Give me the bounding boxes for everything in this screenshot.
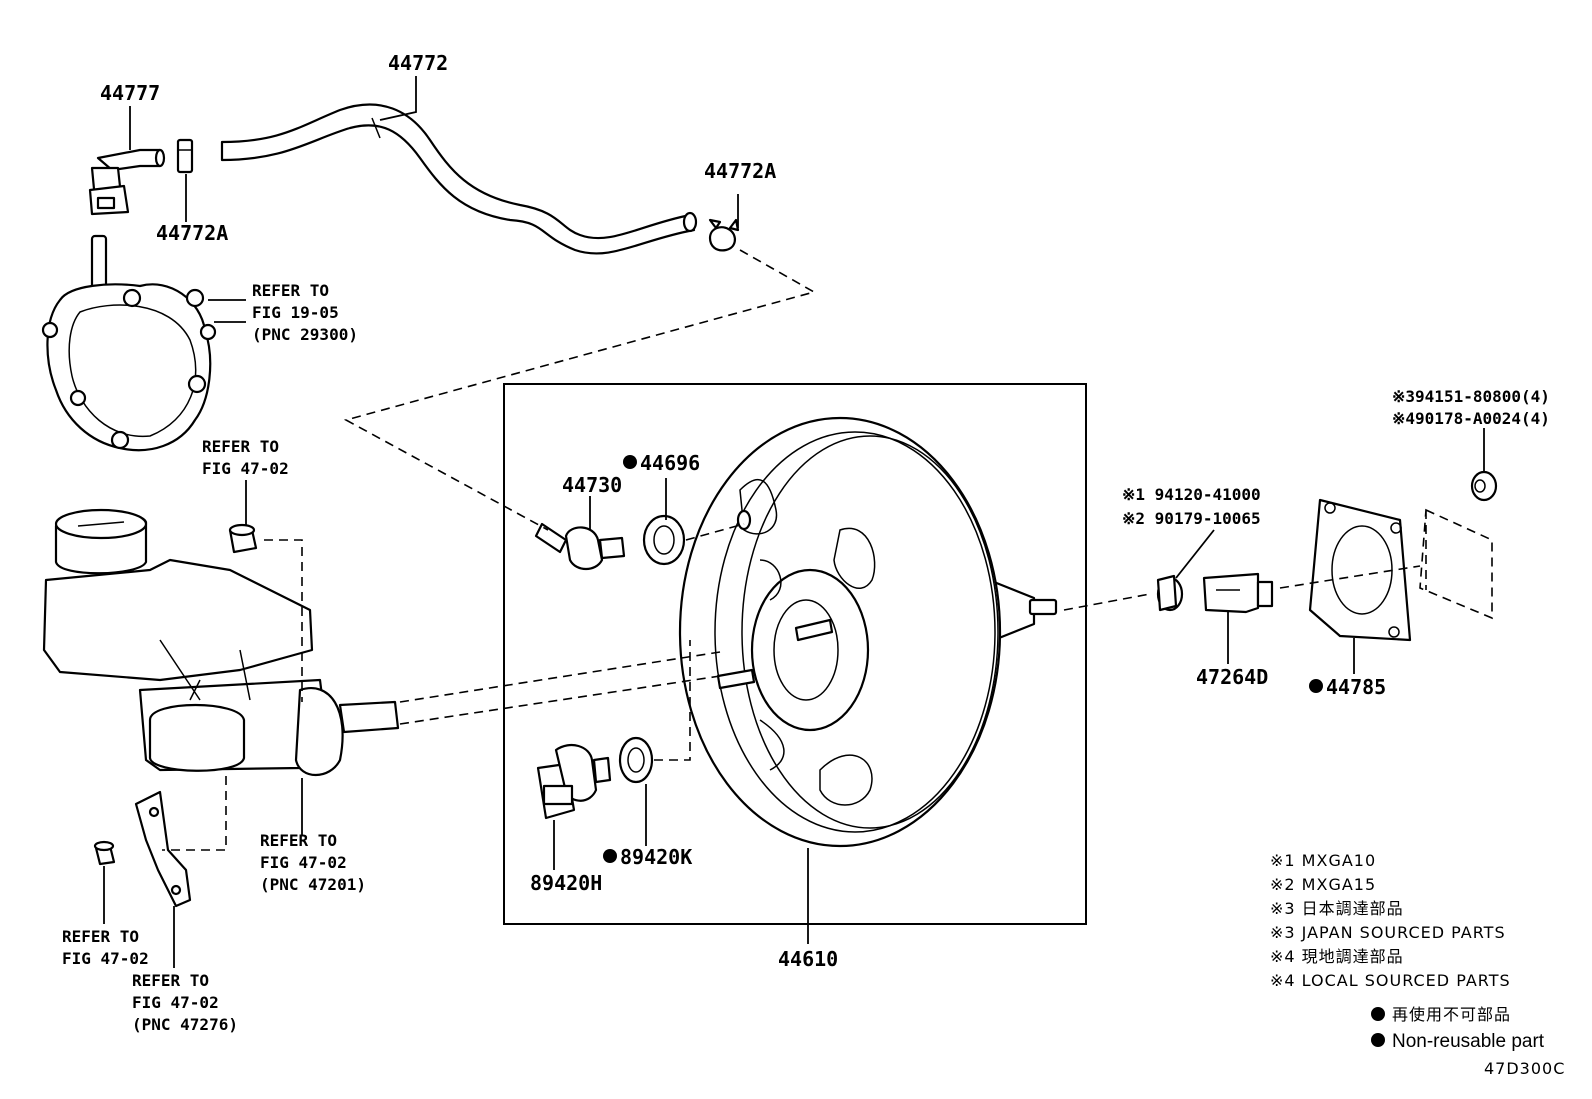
- legend-nonreusable-en: Non-reusable part: [1392, 1031, 1545, 1052]
- label-44772: 44772: [388, 51, 448, 75]
- nonreusable-dot-89420k: [603, 849, 617, 863]
- ref-reservoir-cap: REFER TO FIG 47-02: [202, 437, 289, 478]
- booster-bracket[interactable]: [1202, 572, 1274, 614]
- svg-text:FIG 47-02: FIG 47-02: [132, 993, 219, 1012]
- reservoir-cap-fitting[interactable]: [228, 523, 258, 554]
- legend-japan-en: ※3 JAPAN SOURCED PARTS: [1270, 923, 1506, 942]
- hose-clamp-left[interactable]: [176, 138, 194, 174]
- check-valve[interactable]: [534, 522, 626, 571]
- ref-lower-bolt: REFER TO FIG 47-02: [62, 927, 149, 968]
- check-valve-grommet[interactable]: [642, 514, 686, 566]
- sensor-grommet[interactable]: [618, 736, 654, 784]
- svg-text:(PNC 47201): (PNC 47201): [260, 875, 366, 894]
- svg-text:REFER TO: REFER TO: [132, 971, 209, 990]
- variant-3-part: ※394151-80800(4): [1392, 387, 1550, 406]
- leader-lines: [103, 76, 1485, 968]
- legend-mxga10: ※1 MXGA10: [1270, 851, 1376, 870]
- legend-dot-ja: [1371, 1007, 1385, 1021]
- booster-assembly-box: [503, 383, 1087, 925]
- legend: ※1 MXGA10 ※2 MXGA15 ※3 日本調達部品 ※3 JAPAN S…: [1270, 851, 1545, 1052]
- figure-code: 47D300C: [1484, 1059, 1565, 1078]
- label-44730: 44730: [562, 473, 622, 497]
- vacuum-connector[interactable]: [88, 148, 166, 216]
- ref-master-cylinder: REFER TO FIG 47-02 (PNC 47201): [260, 831, 366, 894]
- label-44610: 44610: [778, 947, 838, 971]
- ref-vacuum-pump: REFER TO FIG 19-05 (PNC 29300): [252, 281, 358, 344]
- svg-text:FIG 47-02: FIG 47-02: [202, 459, 289, 478]
- svg-text:(PNC 29300): (PNC 29300): [252, 325, 358, 344]
- svg-text:(PNC 47276): (PNC 47276): [132, 1015, 238, 1034]
- svg-text:REFER TO: REFER TO: [260, 831, 337, 850]
- svg-text:FIG 47-02: FIG 47-02: [260, 853, 347, 872]
- master-cylinder-assembly[interactable]: [42, 508, 400, 776]
- label-44696: 44696: [640, 451, 700, 475]
- legend-mxga15: ※2 MXGA15: [1270, 875, 1376, 894]
- vacuum-hose[interactable]: [220, 103, 698, 255]
- legend-japan-ja: ※3 日本調達部品: [1270, 899, 1404, 918]
- label-89420h: 89420H: [530, 871, 602, 895]
- label-47264d: 47264D: [1196, 665, 1268, 689]
- variant-2-part: ※2 90179-10065: [1122, 509, 1261, 528]
- label-44785: 44785: [1326, 675, 1386, 699]
- vacuum-sensor[interactable]: [536, 743, 612, 820]
- label-44777: 44777: [100, 81, 160, 105]
- booster-gasket[interactable]: [1308, 498, 1412, 642]
- label-44772a-left: 44772A: [156, 221, 228, 245]
- label-44772a-right: 44772A: [704, 159, 776, 183]
- label-89420k: 89420K: [620, 845, 692, 869]
- spacer-nut[interactable]: [1156, 574, 1184, 612]
- ref-bracket: REFER TO FIG 47-02 (PNC 47276): [132, 971, 238, 1034]
- legend-dot-en: [1371, 1033, 1385, 1047]
- vacuum-pump[interactable]: [41, 234, 217, 452]
- nonreusable-dot-44696: [623, 455, 637, 469]
- lower-bolt[interactable]: [93, 840, 116, 866]
- legend-nonreusable-ja: 再使用不可部品: [1392, 1005, 1511, 1024]
- assembly-lines: [162, 249, 1493, 851]
- legend-local-ja: ※4 現地調達部品: [1270, 947, 1404, 966]
- svg-text:REFER TO: REFER TO: [252, 281, 329, 300]
- booster-nut[interactable]: [1470, 470, 1498, 502]
- nonreusable-dot-44785: [1309, 679, 1323, 693]
- variant-4-part: ※490178-A0024(4): [1392, 409, 1550, 428]
- legend-local-en: ※4 LOCAL SOURCED PARTS: [1270, 971, 1511, 990]
- svg-text:REFER TO: REFER TO: [202, 437, 279, 456]
- svg-text:FIG 47-02: FIG 47-02: [62, 949, 149, 968]
- variant-1-part: ※1 94120-41000: [1122, 485, 1261, 504]
- hose-clamp-right[interactable]: [708, 218, 740, 252]
- svg-text:REFER TO: REFER TO: [62, 927, 139, 946]
- svg-text:FIG 19-05: FIG 19-05: [252, 303, 339, 322]
- mounting-bracket[interactable]: [134, 790, 192, 908]
- brake-booster[interactable]: [678, 416, 1058, 848]
